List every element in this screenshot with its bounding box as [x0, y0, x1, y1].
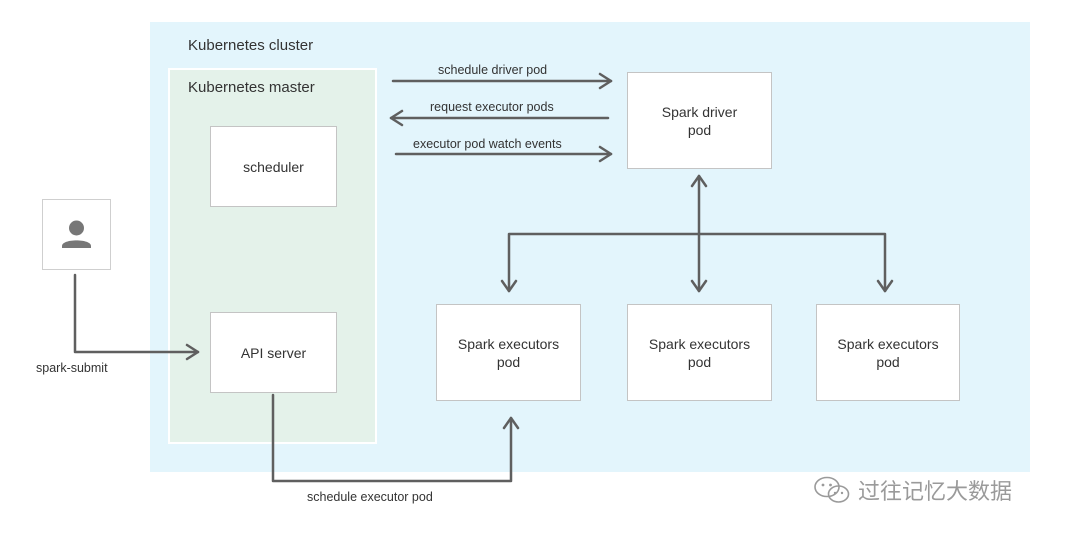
master-title: Kubernetes master — [188, 79, 315, 96]
schedule-executor-label: schedule executor pod — [307, 490, 433, 504]
api-server-label: API server — [240, 344, 307, 361]
spark-executor-pod-label-1: Spark executors pod — [457, 335, 560, 370]
watch-events-label: executor pod watch events — [413, 137, 562, 151]
spark-driver-pod-label: Spark driver pod — [661, 103, 738, 138]
spark-executor-pod-node-2: Spark executors pod — [627, 304, 772, 401]
spark-driver-pod-node: Spark driver pod — [627, 72, 772, 169]
user-node — [42, 199, 111, 270]
cluster-title: Kubernetes cluster — [188, 37, 314, 54]
spark-executor-pod-label-2: Spark executors pod — [648, 335, 751, 370]
schedule-executor-arrow — [271, 393, 513, 483]
wechat-icon — [814, 476, 850, 503]
spark-executor-pod-node-1: Spark executors pod — [436, 304, 581, 401]
executor-fanout-link — [507, 232, 887, 293]
watermark: 过往记忆大数据 — [812, 474, 1012, 506]
spark-executor-pod-node-3: Spark executors pod — [816, 304, 960, 401]
watermark-text: 过往记忆大数据 — [858, 479, 1013, 504]
schedule-driver-label: schedule driver pod — [438, 63, 548, 77]
spark-executor-pod-label-3: Spark executors pod — [837, 335, 939, 370]
scheduler-node: scheduler — [210, 126, 337, 207]
spark-submit-arrow — [73, 273, 200, 354]
scheduler-label: scheduler — [243, 158, 304, 175]
request-executors-label: request executor pods — [430, 100, 554, 114]
api-server-node: API server — [210, 312, 337, 393]
person-icon — [62, 220, 91, 248]
spark-submit-label: spark-submit — [36, 361, 108, 375]
